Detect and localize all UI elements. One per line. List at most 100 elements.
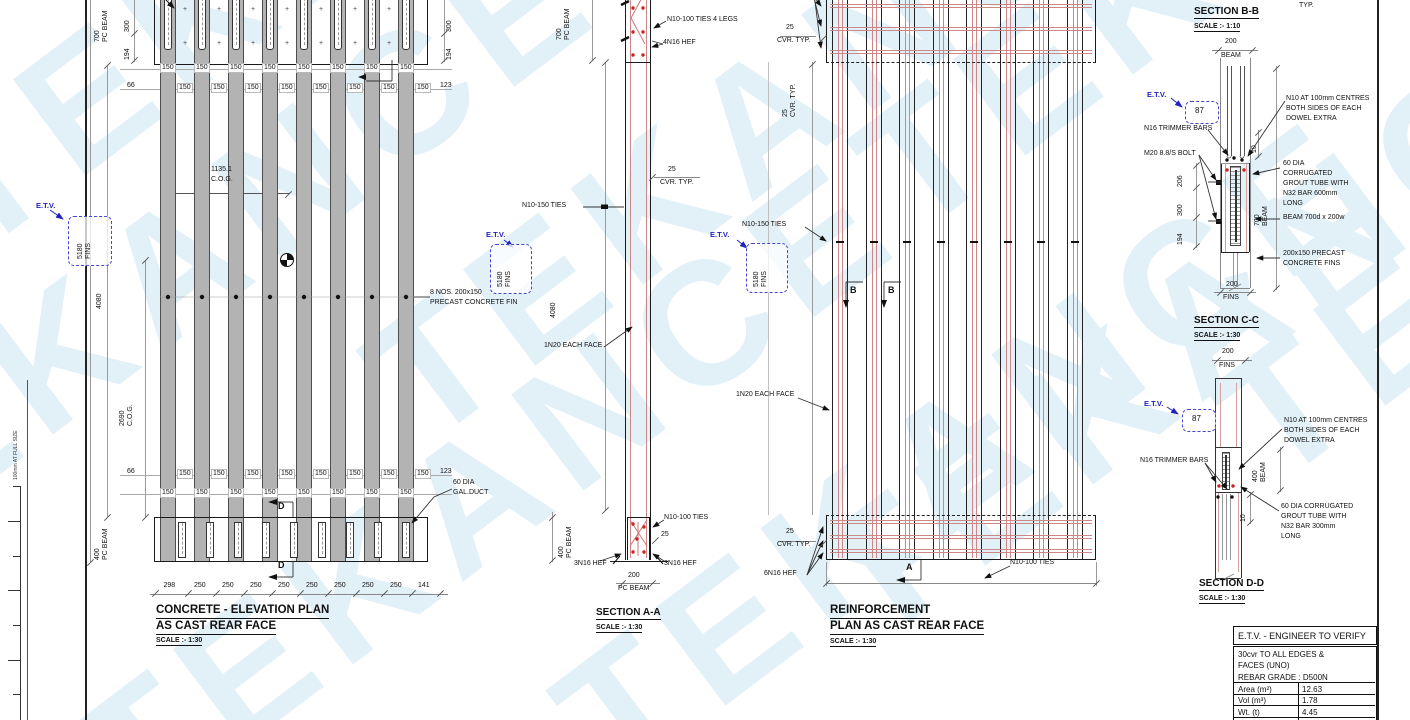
bb-precast-fins-1: 200x150 PRECAST xyxy=(1283,250,1345,257)
line xyxy=(630,0,631,558)
beam-duct-slot xyxy=(232,0,240,50)
elevation-fin xyxy=(160,0,176,562)
fin-note-2: PRECAST CONCRETE FIN xyxy=(430,299,518,306)
beam-duct-slot xyxy=(334,0,342,50)
cc-grout-1: 60 DIA CORRUGATED xyxy=(1281,503,1354,510)
rp-1n20-each-face: 1N20 EACH FACE xyxy=(736,391,795,398)
dd-title: SECTION D-D xyxy=(1199,578,1264,591)
line xyxy=(610,561,668,563)
aa-etv-box xyxy=(490,244,532,294)
aa-n10-150-ties: N10-150 TIES xyxy=(522,202,567,209)
dim-label: 150 xyxy=(364,63,380,74)
dim-label: 150 xyxy=(177,83,193,94)
aa-1n20-each-face: 1N20 EACH FACE xyxy=(544,342,603,349)
bb-dim-206: 206 xyxy=(1177,175,1184,187)
cc-dim-10: 10 xyxy=(1240,514,1247,522)
rp-n10-100-ties: N10-100 TIES xyxy=(1010,559,1055,566)
cc-grout-4: LONG xyxy=(1281,533,1301,540)
rp-6n16-hef: 6N16 HEF xyxy=(764,570,797,577)
section-marker-a: A xyxy=(906,562,913,572)
bb-dim-87: 87 xyxy=(1195,106,1204,115)
elevation-fin xyxy=(398,0,414,562)
line xyxy=(1096,562,1097,586)
elevation-top-beam xyxy=(154,0,428,65)
elevation-title-1: CONCRETE - ELEVATION PLAN xyxy=(156,604,330,619)
line xyxy=(616,583,660,584)
rp-top-beam-dashed-edge xyxy=(826,62,1096,63)
cc-dim-200: 200 xyxy=(1222,348,1234,355)
gal-duct-slot xyxy=(346,522,354,558)
table-divider xyxy=(1298,717,1299,720)
aa-cvr-typ: CVR. TYP. xyxy=(660,179,694,186)
rp-horizontal-rebar xyxy=(830,535,1092,539)
dim-label: 150 xyxy=(279,83,295,94)
table-row: Wt. (t)4.45 xyxy=(1234,705,1375,718)
dim-label: 150 xyxy=(415,469,431,480)
rp-fin-outline xyxy=(932,0,949,560)
table-row: MPa50MPa Category B2 xyxy=(1234,716,1375,720)
dim-label: 150 xyxy=(211,469,227,480)
plus-mark: + xyxy=(251,40,256,47)
line xyxy=(13,694,20,695)
cc-n10-1: N10 AT 100mm CENTRES xyxy=(1284,417,1368,424)
rp-tie-dash xyxy=(1037,241,1045,243)
line xyxy=(8,521,20,522)
rp-fin-outline xyxy=(832,0,848,560)
table-row-key: Wt. (t) xyxy=(1238,707,1260,717)
rp-rebar-pair xyxy=(1072,0,1078,558)
plus-mark: + xyxy=(251,6,256,13)
elevation-fin xyxy=(194,0,210,562)
line xyxy=(625,62,650,64)
gal-duct-slot xyxy=(178,522,186,558)
plus-mark: + xyxy=(319,6,324,13)
duct-note-2: GAL.DUCT xyxy=(453,489,489,496)
bb-dim-300: 300 xyxy=(1177,204,1184,216)
rp-title-1: REINFORCEMENT xyxy=(830,604,931,619)
line xyxy=(8,590,20,591)
line xyxy=(1215,492,1241,494)
duct-note-1: 60 DIA xyxy=(453,479,475,486)
aa-ties-4legs: N10-100 TIES 4 LEGS xyxy=(667,16,738,23)
line xyxy=(1244,66,1245,156)
cc-grout-2: GROUT TUBE WITH xyxy=(1281,513,1347,520)
plus-mark: + xyxy=(353,40,358,47)
aa-top-partial-label: N16 HEF xyxy=(650,0,679,2)
bb-scale: SCALE :- 1:10 xyxy=(1194,23,1241,33)
elev-cog-dim: 1135.1 xyxy=(211,166,232,173)
line xyxy=(160,193,290,194)
line xyxy=(826,583,1096,584)
line xyxy=(1226,494,1227,560)
bb-dim-194: 194 xyxy=(1177,233,1184,245)
gal-duct-slot xyxy=(402,522,410,558)
rp-horizontal-rebar xyxy=(830,549,1092,553)
beam-duct-slot xyxy=(266,0,274,50)
dim-66-top: 66 xyxy=(127,82,135,89)
rp-etv: E.T.V. xyxy=(710,230,730,239)
rp-tie-dash xyxy=(936,241,945,243)
aa-dim-200: 200 xyxy=(628,572,640,579)
dim-label: 150 xyxy=(313,83,329,94)
etv-table-header-box: E.T.V. - ENGINEER TO VERIFY xyxy=(1233,626,1377,645)
aa-etv: E.T.V. xyxy=(486,230,506,239)
bb-beam-size: BEAM 700d x 200w xyxy=(1283,214,1345,221)
dim-label: 250 xyxy=(194,582,206,589)
line xyxy=(1250,492,1251,524)
line xyxy=(1221,163,1222,252)
ruler-label: 100mm AT FULL SIZE xyxy=(13,430,19,480)
line xyxy=(650,0,652,560)
elevation-fin xyxy=(262,0,278,562)
line xyxy=(1212,360,1252,361)
etv-table-header: E.T.V. - ENGINEER TO VERIFY xyxy=(1238,631,1366,641)
dim-label: 150 xyxy=(347,83,363,94)
line xyxy=(1249,163,1250,252)
dim-label: 250 xyxy=(278,582,290,589)
cc-etv: E.T.V. xyxy=(1144,399,1164,408)
aa-n10-100-ties: N10-100 TIES xyxy=(664,514,709,521)
line xyxy=(1250,58,1251,288)
rp-horizontal-rebar xyxy=(830,50,1092,54)
rebar-dots-aa-top xyxy=(631,6,645,57)
